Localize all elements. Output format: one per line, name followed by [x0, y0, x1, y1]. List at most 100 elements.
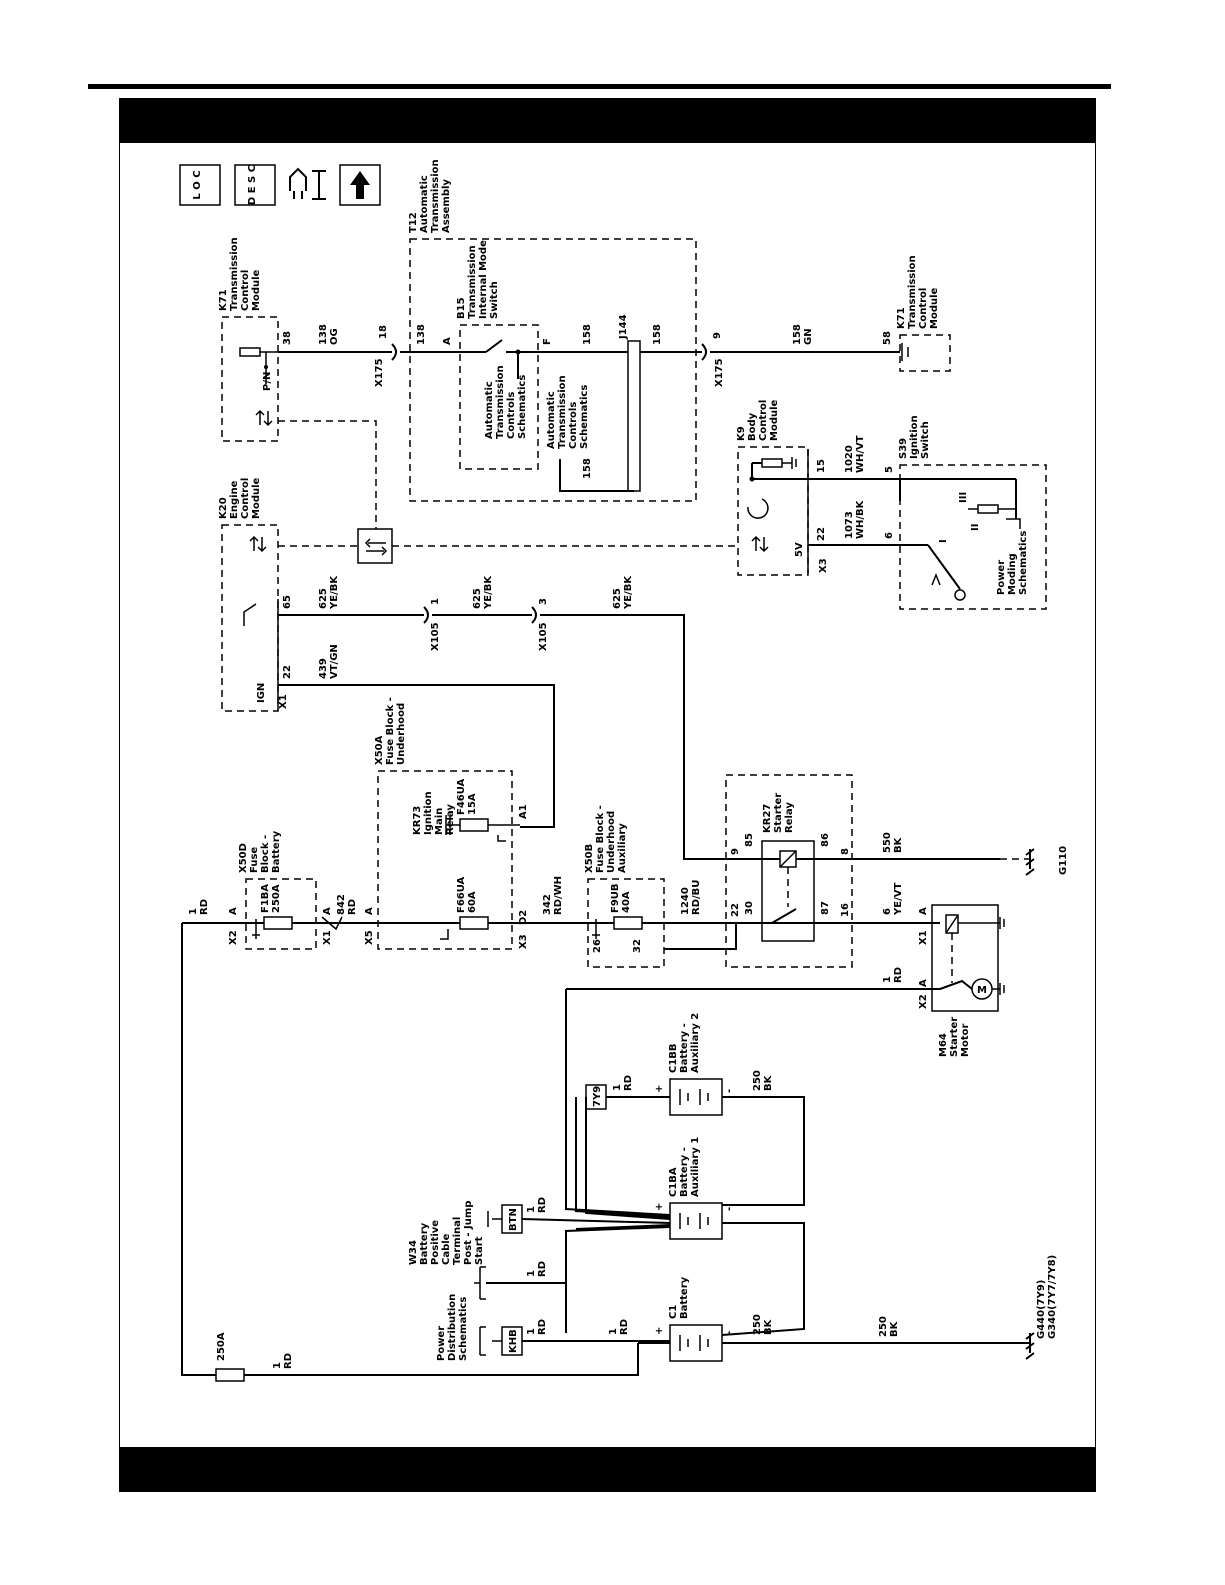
k71-serial-data-arrows — [255, 409, 273, 427]
wl-1rd-c1bb-line: 1 — [612, 1084, 623, 1091]
pin-r-8: 8 — [840, 848, 851, 855]
kr73-label-line: KR73 — [412, 806, 423, 835]
roman-3: III — [958, 492, 969, 503]
k9-5v-label: 5V — [794, 542, 805, 557]
m64-starter-motor-box — [931, 904, 999, 1012]
kr27-label-line: Relay — [784, 802, 795, 833]
main-250a-fuse — [215, 1368, 245, 1382]
k71-bottom-label-line: Control — [918, 288, 929, 329]
power-dist-bracket — [474, 1266, 486, 1300]
x5-label: X5 — [364, 930, 375, 945]
b15-label-line: Internal Mode — [478, 240, 489, 319]
wl-138-line: 138 — [318, 324, 329, 345]
atc-ref-1-line: Transmission — [495, 365, 506, 439]
wire-439-vt-gn — [278, 684, 555, 828]
x50d-label-line: Block - — [260, 835, 271, 873]
pin-x175-9: 9 — [712, 332, 723, 339]
power-dist-line: Power — [436, 1326, 447, 1361]
w34-label-line: Terminal — [452, 1217, 463, 1265]
pin-fb-26: 26 — [592, 939, 603, 953]
pin-m64-a1: A — [918, 907, 929, 915]
x105-connector-3 — [531, 606, 537, 624]
pin-r-86: 86 — [820, 833, 831, 847]
k71-bottom-module-box — [899, 334, 951, 372]
wl-439-line: 439 — [318, 658, 329, 679]
x50a-label-line: X50A — [374, 735, 385, 765]
wl-1240-line: RD/BU — [691, 880, 702, 915]
serial-data-link-icon[interactable] — [357, 528, 393, 564]
t12-label-line: T12 — [408, 212, 419, 233]
up-arrow-icon[interactable] — [339, 164, 381, 206]
x50d-label-line: Fuse — [249, 847, 260, 873]
wl-439-line: VT/GN — [329, 644, 340, 679]
b15-switch-box — [459, 324, 539, 470]
pin-k9-5: 5 — [884, 466, 895, 473]
g440-g340-label: G440(7Y9)G340(7Y7/7Y8) — [1036, 1255, 1058, 1339]
pin-x50d-a: A — [228, 907, 239, 915]
wl-1rd-250-line: 1 — [272, 1362, 283, 1369]
k71-top-label-line: Transmission — [229, 237, 240, 311]
x2-m64-label: X2 — [918, 994, 929, 1009]
wl-1rd-250-line: RD — [283, 1353, 294, 1369]
wl-625-3-line: YE/BK — [623, 575, 634, 610]
c1bb-label-line: Battery - — [679, 1023, 690, 1073]
k71-top-resistor — [239, 347, 261, 357]
atc-ref-1-line: Controls — [506, 392, 517, 439]
wl-250-g-line: 250 — [878, 1316, 889, 1337]
pin-x5-a: A — [364, 907, 375, 915]
atc-ref-2-line: Controls — [568, 402, 579, 449]
k71-top-module-box — [221, 316, 279, 442]
s39-label-line: S39 — [898, 438, 909, 459]
m64-motor-m: M — [977, 985, 987, 996]
f9ub-label-line: 40A — [621, 891, 632, 913]
pin-fb-32: 32 — [632, 939, 643, 953]
loc-icon[interactable]: L O C — [179, 164, 221, 206]
pin-x105-3: 3 — [538, 598, 549, 605]
f46ua-label-line: 15A — [467, 793, 478, 815]
x2-batt-label: X2 — [228, 930, 239, 945]
header-band — [120, 99, 1095, 143]
x50b-label-line: X50B — [584, 844, 595, 873]
atc-ref-1-line: Automatic — [484, 381, 495, 439]
x175-connector-18 — [391, 343, 397, 361]
btn-label: BTN — [508, 1208, 519, 1231]
c1-plus: + — [654, 1327, 665, 1335]
wl-250-c1bb-line: BK — [763, 1074, 774, 1091]
wl-6-line: 6 — [882, 908, 893, 915]
f1ba-fuse — [263, 916, 293, 930]
m64-label-line: Starter — [949, 1017, 960, 1057]
pin-r-87: 87 — [820, 901, 831, 915]
c1ba-label-line: Auxiliary 1 — [690, 1137, 701, 1197]
wl-1rd-pd-line: 1 — [526, 1270, 537, 1277]
g440-label-line: G440(7Y9) — [1036, 1280, 1047, 1339]
wl-550-line: BK — [893, 836, 904, 853]
g110-label: G110 — [1058, 846, 1069, 875]
b15-label-line: Switch — [489, 281, 500, 319]
b15-label-line: Transmission — [467, 245, 478, 319]
desc-icon[interactable]: D E S C — [234, 164, 276, 206]
wl-138-line: OG — [329, 328, 340, 345]
connector-tool-icon[interactable] — [289, 167, 326, 200]
wire-625-segment-3 — [540, 614, 736, 860]
power-moding-line: Moding — [1007, 553, 1018, 595]
wl-1rd-c1-line: RD — [619, 1319, 630, 1335]
